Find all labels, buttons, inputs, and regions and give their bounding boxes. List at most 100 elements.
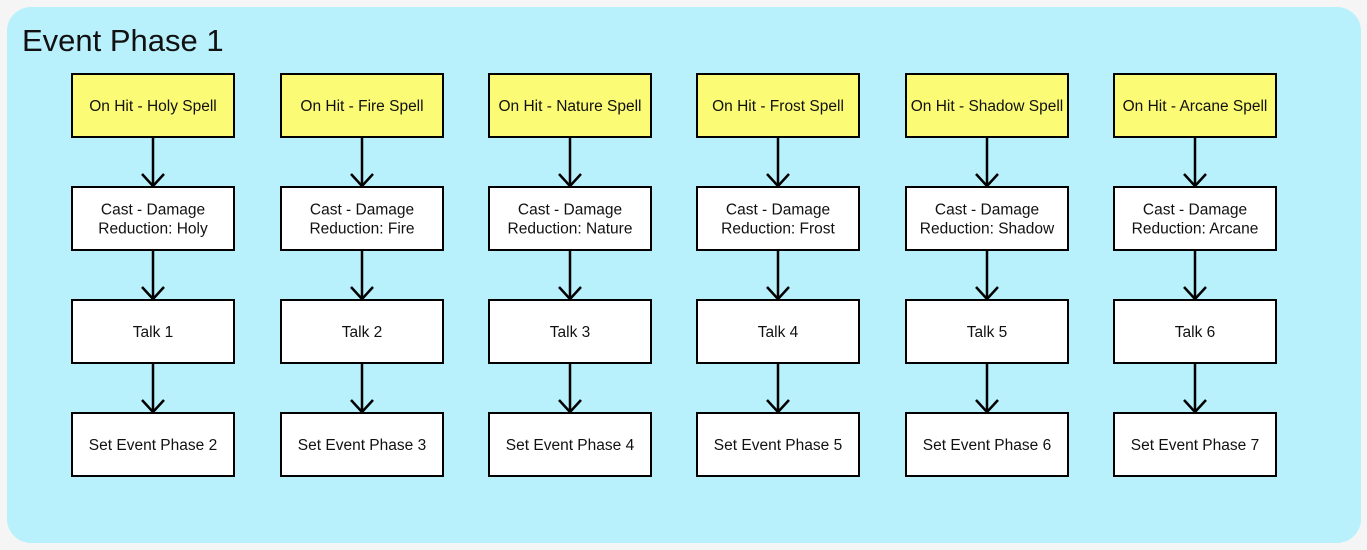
cast-node-label: Reduction: Nature <box>508 221 633 238</box>
cast-node-label: Cast - Damage <box>101 202 205 219</box>
flow-arrow <box>558 137 582 188</box>
set-phase-node-label: Set Event Phase 6 <box>923 437 1051 454</box>
talk-node: Talk 4 <box>696 299 860 364</box>
cast-node-label: Cast - Damage <box>935 202 1039 219</box>
flow-arrow <box>766 363 790 414</box>
talk-node-label: Talk 6 <box>1175 324 1216 341</box>
set-phase-node-box <box>1113 412 1277 477</box>
talk-node: Talk 3 <box>488 299 652 364</box>
talk-node-box <box>71 299 235 364</box>
trigger-node: On Hit - Arcane Spell <box>1113 73 1277 138</box>
trigger-node: On Hit - Frost Spell <box>696 73 860 138</box>
talk-node-label: Talk 4 <box>758 324 799 341</box>
talk-node-label: Talk 3 <box>550 324 591 341</box>
talk-node-box <box>280 299 444 364</box>
set-phase-node-label: Set Event Phase 4 <box>506 437 635 454</box>
cast-node-label: Cast - Damage <box>726 202 830 219</box>
trigger-node-label: On Hit - Arcane Spell <box>1123 98 1268 115</box>
flow-arrow <box>350 250 374 301</box>
talk-node: Talk 6 <box>1113 299 1277 364</box>
talk-node: Talk 2 <box>280 299 444 364</box>
talk-node-label: Talk 5 <box>967 324 1008 341</box>
set-phase-node-box <box>696 412 860 477</box>
flow-arrow <box>766 250 790 301</box>
set-phase-node-box <box>71 412 235 477</box>
cast-node-box <box>696 186 860 251</box>
panel-title: Event Phase 1 <box>22 23 224 58</box>
flow-arrow <box>141 137 165 188</box>
flow-arrow <box>1183 137 1207 188</box>
talk-node-label: Talk 2 <box>342 324 383 341</box>
cast-node-label: Reduction: Arcane <box>1132 221 1259 238</box>
trigger-node-box <box>280 73 444 138</box>
talk-node-box <box>1113 299 1277 364</box>
flow-arrow <box>350 363 374 414</box>
cast-node-label: Reduction: Frost <box>721 221 835 238</box>
flow-arrow <box>141 250 165 301</box>
set-phase-node: Set Event Phase 6 <box>905 412 1069 477</box>
cast-node-label: Cast - Damage <box>518 202 622 219</box>
set-phase-node-label: Set Event Phase 2 <box>89 437 217 454</box>
trigger-node: On Hit - Shadow Spell <box>905 73 1069 138</box>
flow-arrow <box>350 137 374 188</box>
talk-node-box <box>696 299 860 364</box>
talk-node-box <box>488 299 652 364</box>
cast-node-label: Reduction: Shadow <box>920 221 1055 238</box>
trigger-node: On Hit - Fire Spell <box>280 73 444 138</box>
trigger-node-label: On Hit - Holy Spell <box>89 98 216 115</box>
talk-node-label: Talk 1 <box>133 324 174 341</box>
cast-node-label: Reduction: Fire <box>309 221 414 238</box>
cast-node-box <box>71 186 235 251</box>
set-phase-node-box <box>488 412 652 477</box>
flow-arrow <box>975 137 999 188</box>
flow-arrow <box>1183 250 1207 301</box>
cast-node-label: Cast - Damage <box>310 202 414 219</box>
flow-arrow <box>558 250 582 301</box>
cast-node-box <box>488 186 652 251</box>
talk-node: Talk 5 <box>905 299 1069 364</box>
trigger-node: On Hit - Holy Spell <box>71 73 235 138</box>
set-phase-node-label: Set Event Phase 3 <box>298 437 426 454</box>
flow-arrow <box>766 137 790 188</box>
set-phase-node: Set Event Phase 2 <box>71 412 235 477</box>
set-phase-node-label: Set Event Phase 7 <box>1131 437 1259 454</box>
set-phase-node: Set Event Phase 3 <box>280 412 444 477</box>
set-phase-node-label: Set Event Phase 5 <box>714 437 842 454</box>
trigger-node-box <box>71 73 235 138</box>
trigger-node-label: On Hit - Nature Spell <box>499 98 642 115</box>
set-phase-node-box <box>905 412 1069 477</box>
trigger-node-label: On Hit - Shadow Spell <box>911 98 1064 115</box>
trigger-node-box <box>488 73 652 138</box>
talk-node-box <box>905 299 1069 364</box>
flow-arrow <box>1183 363 1207 414</box>
trigger-node-label: On Hit - Frost Spell <box>712 98 844 115</box>
trigger-node-box <box>1113 73 1277 138</box>
set-phase-node: Set Event Phase 4 <box>488 412 652 477</box>
trigger-node-box <box>905 73 1069 138</box>
flow-arrow <box>558 363 582 414</box>
cast-node-box <box>280 186 444 251</box>
cast-node-box <box>1113 186 1277 251</box>
trigger-node: On Hit - Nature Spell <box>488 73 652 138</box>
trigger-node-label: On Hit - Fire Spell <box>300 98 423 115</box>
cast-node-label: Cast - Damage <box>1143 202 1247 219</box>
cast-node-box <box>905 186 1069 251</box>
flow-arrow <box>975 363 999 414</box>
set-phase-node: Set Event Phase 7 <box>1113 412 1277 477</box>
set-phase-node-box <box>280 412 444 477</box>
cast-node-label: Reduction: Holy <box>98 221 208 238</box>
trigger-node-box <box>696 73 860 138</box>
